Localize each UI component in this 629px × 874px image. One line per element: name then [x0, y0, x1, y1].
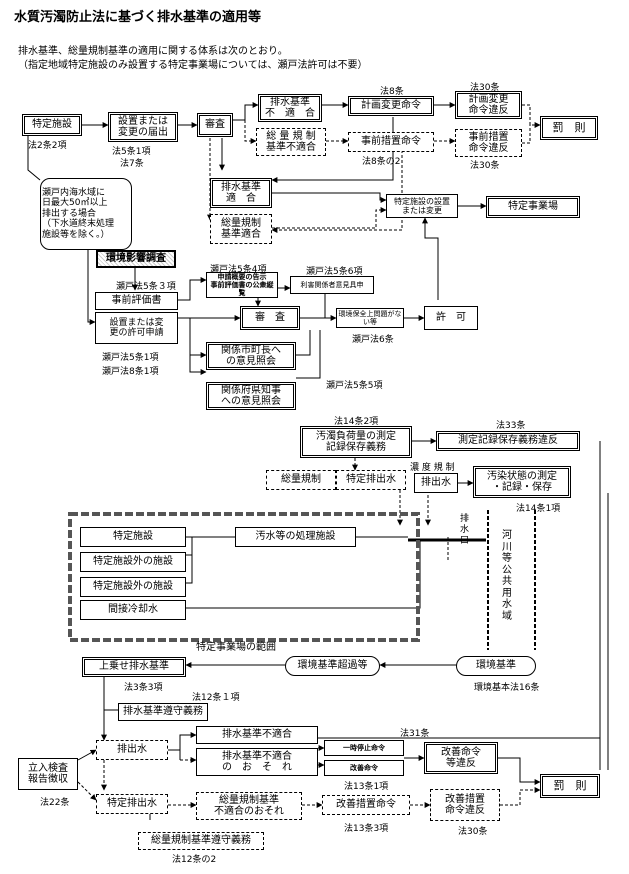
label-seto53: 瀬戸法5条３項: [116, 282, 176, 292]
label-seto54: 瀬戸法5条4項: [210, 265, 267, 275]
box-hozen: 環境保全上問題がない等: [336, 308, 404, 328]
box-haisui: 排出水: [414, 473, 458, 493]
label-ho22: 法22条: [40, 798, 70, 808]
label-ho8: 法8条: [380, 87, 404, 97]
box-batsu-1: 罰 則: [540, 116, 598, 140]
label-ho33: 法33条: [496, 421, 526, 431]
intro-line-1: 排水基準、総量規制基準の適用に関する体系は次のとおり。: [18, 46, 288, 57]
box-osen-jotai: 汚染状態の測定 ・記録・保存: [473, 466, 571, 498]
box-kankyo-kijun: 環境基準: [456, 656, 536, 676]
box-setchi-henko: 特定施設の設置 または変更: [386, 194, 458, 218]
box-keikaku-henko: 計画変更命令: [348, 96, 434, 116]
box-haisui-2: 排出水: [96, 740, 168, 760]
box-shisetsugai-2: 特定施設外の施設: [80, 577, 186, 597]
page-title: 水質汚濁防止法に基づく排水基準の適用等: [14, 10, 262, 25]
label-ho31: 法31条: [400, 729, 430, 739]
box-jizen-ihan: 事前措置 命令違反: [455, 129, 522, 157]
box-shichoson: 関係市町長へ の意見照会: [206, 342, 296, 370]
box-setonai: 瀬戸内海水域に 日最大50㎥以上 排出する場合 （下水道終末処理 施設等を除く。…: [40, 178, 132, 250]
box-kyoka: 許 可: [424, 306, 478, 330]
label-hani: 特定事業場の範囲: [196, 642, 276, 653]
box-kokoku: 申請概要の告示 事前評価書の公衆縦覧: [206, 272, 278, 298]
box-riigai: 利害関係者意見具申: [290, 276, 374, 294]
box-fukenchiji: 関係府県知事 への意見照会: [206, 382, 296, 410]
label-seto56: 瀬戸法5条6項: [306, 267, 363, 277]
label-ho131: 法13条1項: [344, 782, 389, 792]
box-batsu-2: 罰 則: [540, 774, 600, 798]
label-ho12no2: 法12条の2: [172, 855, 217, 865]
box-shori-shisetsu: 汚水等の処理施設: [235, 527, 356, 547]
label-ho133: 法13条3項: [344, 824, 389, 834]
label-ho30a: 法30条: [470, 83, 500, 93]
box-tokutei-haisui: 特定排出水: [336, 470, 406, 490]
label-seto81: 瀬戸法8条1項: [102, 367, 159, 377]
box-kansetsu: 間接冷却水: [80, 600, 186, 620]
label-nodo: 濃 度 規 制: [410, 463, 455, 473]
box-jizen-hyoka: 事前評価書: [95, 292, 178, 310]
box-kankyo-eikyo: 環境影響調査: [96, 250, 176, 268]
label-seto51: 瀬戸法5条1項: [102, 353, 159, 363]
label-ho33b: 法3条3項: [124, 683, 163, 693]
box-keikaku-ihan: 計画変更 命令違反: [455, 91, 522, 119]
label-ho121: 法12条１項: [192, 693, 240, 703]
box-kaizen-sochi-ihan: 改善措置 命令違反: [430, 789, 500, 821]
label-haisuiko: 排 水 口: [460, 514, 470, 546]
box-uwanose: 上乗せ排水基準: [82, 657, 186, 677]
intro-line-2: （指定地域特定施設のみ設置する特定事業場については、瀬戸法許可は不要）: [18, 60, 368, 71]
box-b-osore: 排水基準不適合 の お そ れ: [196, 748, 318, 776]
box-tokutei-shisetsu: 特定施設: [22, 114, 82, 136]
label-ho8no2: 法8条の2: [362, 157, 401, 167]
box-tachiiri: 立入検査 報告徴収: [18, 758, 78, 790]
label-seto6: 瀬戸法6条: [352, 335, 394, 345]
box-todoke: 設置または 変更の届出: [108, 112, 178, 142]
box-shisetsu-1: 特定施設: [80, 527, 186, 547]
box-odaku-sokutei: 汚濁負荷量の測定 記録保存義務: [300, 426, 412, 458]
box-sokutei-hozon: 測定記録保存義務違反: [436, 431, 580, 451]
box-kaizen-ihan: 改善命令 等違反: [424, 742, 498, 774]
label-ho7: 法7条: [120, 159, 144, 169]
label-kankyo16: 環境基本法16条: [474, 683, 540, 693]
box-kaizen-sochi: 改善措置命令: [322, 795, 410, 815]
box-b-futekigo: 排水基準不適合: [196, 726, 318, 744]
box-haisui-tekigo: 排水基準 適 合: [210, 178, 272, 208]
box-kankyo-choka: 環境基準超過等: [285, 656, 380, 676]
box-jizen-sochi: 事前措置命令: [348, 132, 434, 152]
box-shinsa-2: 審 査: [240, 306, 300, 330]
label-seto55: 瀬戸法5条5項: [326, 381, 383, 391]
box-soryo-junshu: 総量規制基準遵守義務: [138, 832, 264, 850]
label-kasen: 河 川 等 公 共 用 水 域: [502, 530, 512, 622]
label-ho142: 法14条2項: [334, 417, 379, 427]
box-shisetsugai-1: 特定施設外の施設: [80, 552, 186, 572]
box-soryo-osore: 総量規制基準 不適合のおそれ: [196, 792, 302, 820]
label-ho5: 法5条1項: [112, 147, 151, 157]
box-ichiji-teishi: 一時停止命令: [324, 740, 404, 756]
label-ho30b: 法30条: [470, 161, 500, 171]
box-kaizen-meirei: 改善命令: [324, 760, 404, 776]
box-soryo-kisei: 総量規制: [266, 470, 336, 490]
box-shinsa: 審査: [197, 113, 233, 137]
box-junshu: 排水基準遵守義務: [118, 703, 208, 721]
label-ho30c: 法30条: [458, 827, 488, 837]
box-tokutei-haisui-2: 特定排出水: [96, 794, 168, 814]
box-tokutei-jigyojo: 特定事業場: [486, 196, 580, 218]
box-soryo-tekigo: 総量規制 基準適合: [210, 214, 272, 244]
box-soryo-futekigo: 総 量 規 制 基準不適合: [256, 128, 326, 156]
label-ho2: 法2条2項: [28, 141, 67, 151]
box-haisui-futekigo: 排水基準 不 適 合: [258, 94, 322, 122]
box-kyoka-shinsei: 設置または変 更の許可申請: [95, 312, 178, 344]
label-ho141: 法14条1項: [516, 504, 561, 514]
